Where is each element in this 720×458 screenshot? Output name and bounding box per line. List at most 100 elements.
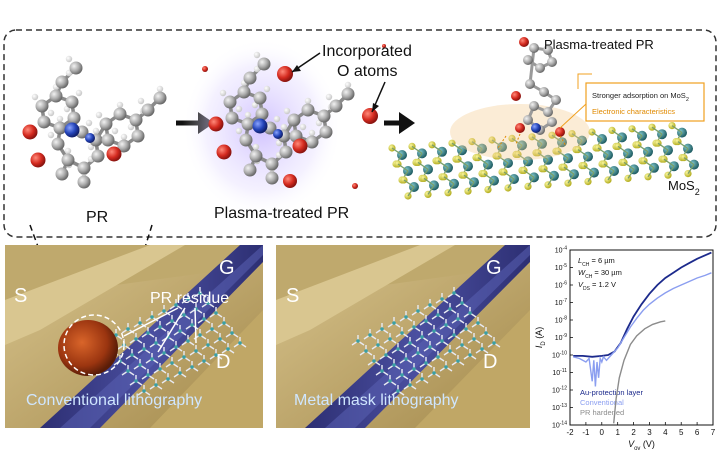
gate-label-left: G <box>219 257 235 279</box>
lattice-bond <box>507 178 515 189</box>
flake-atom <box>448 349 452 353</box>
adsorption-line <box>515 133 521 145</box>
flake-atom <box>424 319 428 323</box>
legend-entry-1: Conventional <box>580 398 624 407</box>
mos2-lattice <box>388 122 699 200</box>
carbon-atom <box>243 71 257 85</box>
chart-param: VDS = 1.2 V <box>578 280 616 292</box>
lattice-bond <box>443 176 455 185</box>
carbon-atom <box>279 145 293 159</box>
carbon-atom <box>305 135 319 149</box>
carbon-atom <box>341 87 355 101</box>
lattice-bond <box>667 165 675 176</box>
flake-atom <box>182 355 186 359</box>
y-axis-label: ID (A) <box>534 327 547 348</box>
flake-atom <box>440 339 444 343</box>
carbon-atom <box>539 87 549 97</box>
x-tick-label: 0 <box>600 428 605 437</box>
flake-atom <box>432 371 436 375</box>
oxygen-atom <box>352 183 358 189</box>
carbon-atom <box>113 107 127 121</box>
carbon-atom <box>99 117 113 131</box>
carbon-atom <box>329 99 343 113</box>
x-tick-label: 3 <box>647 428 652 437</box>
hydrogen-atom <box>244 111 252 119</box>
oxygen-atom <box>283 174 297 188</box>
flake-atom <box>424 361 428 365</box>
oxygen-atom <box>208 116 224 132</box>
lattice-bond <box>603 163 615 172</box>
hydrogen-atom <box>299 123 307 131</box>
y-tick-label: 10-6 <box>555 281 567 290</box>
flake-atom <box>364 349 368 353</box>
conventional-caption: Conventional lithography <box>26 392 202 409</box>
flake-atom <box>436 313 440 317</box>
series-line-2 <box>613 320 666 424</box>
flake-atom <box>404 357 408 361</box>
carbon-atom <box>301 103 315 117</box>
flake-atom <box>146 373 150 377</box>
y-tick-label: 10-4 <box>555 246 567 255</box>
adsorption-line <box>497 135 507 149</box>
flake-atom <box>356 339 360 343</box>
arrow-right-icon <box>384 112 415 134</box>
hydrogen-atom <box>47 131 55 139</box>
lattice-bond <box>551 134 563 143</box>
pr-label: PR <box>86 209 108 226</box>
lattice-bond <box>477 157 489 166</box>
plasma-treated-label: Plasma-treated PR <box>214 205 349 222</box>
hydrogen-atom <box>280 123 288 131</box>
flake-atom <box>404 315 408 319</box>
lattice-bond <box>567 173 575 184</box>
carbon-atom <box>35 99 49 113</box>
flake-atom <box>416 351 420 355</box>
hydrogen-atom <box>219 89 227 97</box>
flake-atom <box>460 301 464 305</box>
hydrogen-atom <box>85 119 93 127</box>
flake-atom <box>170 361 174 365</box>
carbon-atom <box>255 107 269 121</box>
flake-atom <box>396 347 400 351</box>
hydrogen-atom <box>64 147 72 155</box>
carbon-atom <box>55 75 69 89</box>
carbon-atom <box>253 91 267 105</box>
carbon-atom <box>317 109 331 123</box>
zoom-circle <box>63 314 125 376</box>
oxygen-atom <box>22 124 38 140</box>
carbon-atom <box>547 117 557 127</box>
carbon-atom <box>69 61 83 75</box>
carbon-atom <box>101 133 115 147</box>
flake-atom <box>408 383 412 387</box>
carbon-atom <box>53 121 67 135</box>
lattice-bond <box>627 169 635 179</box>
oxygen-atom <box>277 66 293 82</box>
y-tick-label: 10-7 <box>555 298 567 307</box>
flake-atom <box>126 369 130 373</box>
lattice-bond <box>403 179 415 188</box>
lattice-bond <box>607 170 615 181</box>
flake-atom <box>214 311 218 315</box>
flake-atom <box>444 323 448 327</box>
hydrogen-atom <box>47 109 55 117</box>
carbon-atom <box>117 139 131 153</box>
lattice-bond <box>547 175 555 186</box>
flake-atom <box>384 353 388 357</box>
chart-param: WCH = 30 µm <box>578 268 622 280</box>
carbon-atom <box>91 149 105 163</box>
flake-atom <box>448 307 452 311</box>
plasma-treated-molecule <box>202 44 386 189</box>
flake-atom <box>226 347 230 351</box>
adsorption-line <box>559 135 567 147</box>
x-axis-label: Vov (V) <box>628 439 655 452</box>
lattice-bond <box>527 177 535 187</box>
flake-atom <box>166 377 170 381</box>
bond <box>528 47 536 85</box>
flake-atom <box>206 301 210 305</box>
lattice-bond <box>677 141 689 150</box>
hydrogen-atom <box>111 127 119 135</box>
hydrogen-atom <box>308 129 316 137</box>
lattice-bond <box>587 172 595 182</box>
y-tick-label: 10-12 <box>552 386 567 395</box>
carbon-atom <box>55 167 69 181</box>
chart-param: LCH = 6 µm <box>578 256 615 268</box>
